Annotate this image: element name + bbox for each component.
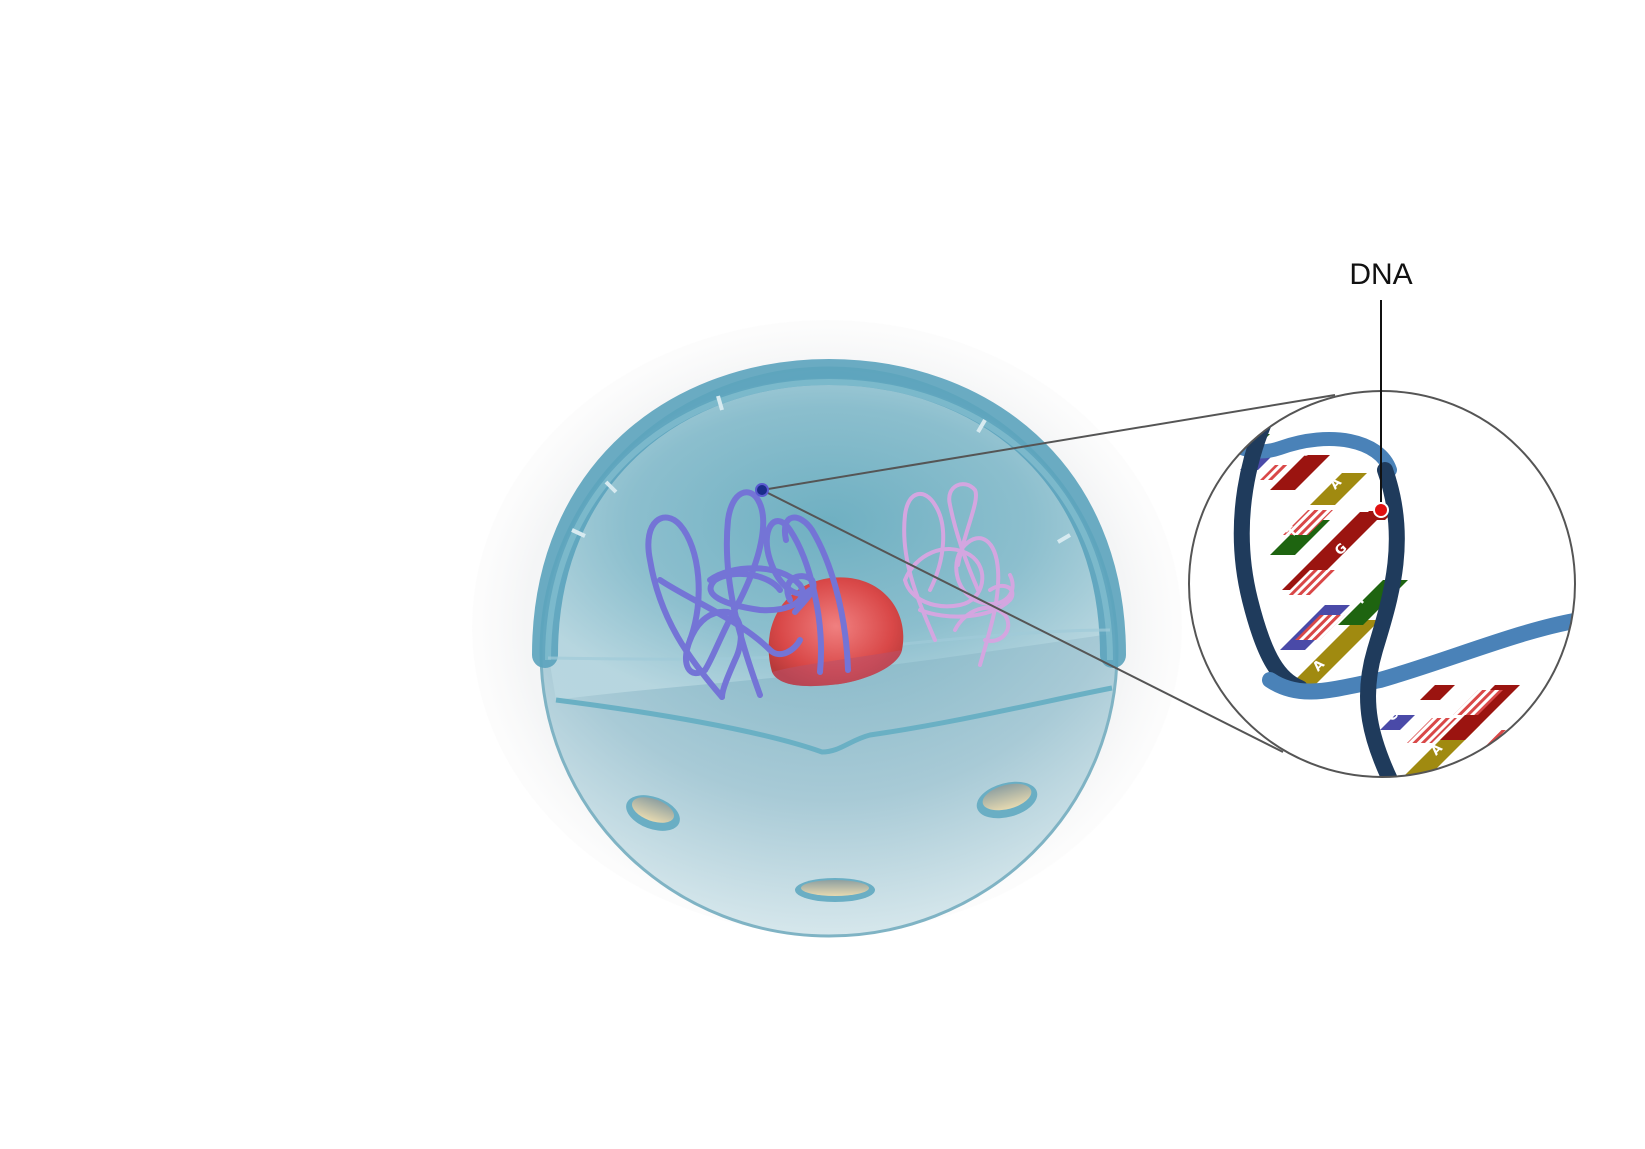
nucleus (532, 358, 1126, 938)
hydrogen-bond (1260, 465, 1290, 480)
base-letter: T (1494, 746, 1511, 763)
hydrogen-bond (1407, 718, 1457, 743)
hydrogen-bond (1283, 510, 1333, 535)
base-pair-bar (1420, 685, 1455, 700)
base-pairs-upper (1238, 434, 1408, 690)
hydrogen-bond (1285, 570, 1335, 595)
nuclear-envelope (532, 358, 1126, 668)
nucleolus-cut-face (772, 650, 902, 687)
dna-label-group: DNA (1349, 258, 1413, 518)
zoom-source-point (755, 483, 769, 497)
nuclear-pore-opening (801, 880, 869, 896)
nuclear-pore-opening (982, 783, 1032, 811)
nuclear-pores (626, 781, 1038, 902)
base-pair-bar (1270, 455, 1330, 490)
base-pair-bar (1285, 620, 1380, 690)
chromatin-primary (645, 489, 851, 700)
zoom-callout (755, 394, 1336, 753)
zoom-line-top (761, 394, 1336, 491)
backbone-strand-light (1262, 612, 1575, 700)
nuclear-pore-opening (631, 797, 675, 823)
backbone-strand-dark (1359, 462, 1405, 777)
nucleoplasm (548, 378, 1110, 700)
dna-magnification: G A T G T C A C G G T C A T (1188, 390, 1576, 778)
zoom-line-bottom (761, 489, 1284, 753)
base-pair-bar (1270, 520, 1330, 555)
hydrogen-bond (1453, 690, 1503, 715)
base-pair-bar (1310, 473, 1367, 505)
base-pair-bar (1282, 512, 1385, 590)
chromatin-secondary (902, 482, 1015, 667)
dna-marker-dot (1373, 502, 1389, 518)
lower-envelope-rim (555, 685, 1113, 755)
envelope-inner-edge (545, 378, 1113, 661)
base-pair-bar (1380, 715, 1415, 730)
hydrogen-bond (1295, 615, 1345, 640)
backbone-strand-dark (1233, 397, 1308, 696)
envelope-pore-gaps (571, 395, 1072, 544)
dna-label: DNA (1349, 258, 1412, 291)
